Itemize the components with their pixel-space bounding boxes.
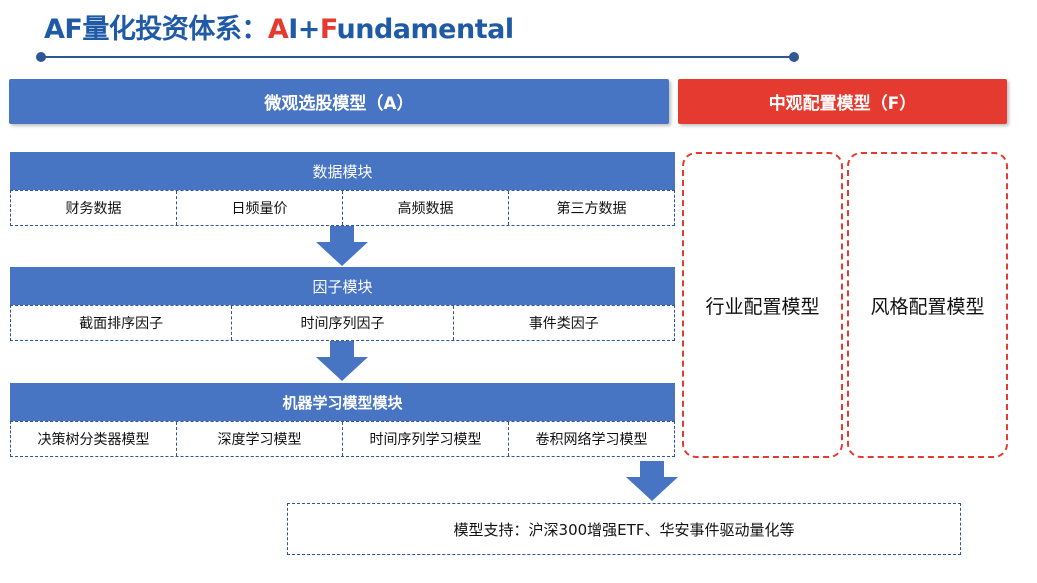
data-item: 高频数据 [343,191,509,225]
title-a: A [267,14,289,45]
ml-module-items: 决策树分类器模型 深度学习模型 时间序列学习模型 卷积网络学习模型 [10,421,675,457]
title-rest: undamental [336,14,515,45]
title-prefix: AF量化投资体系： [44,14,268,45]
down-arrow-icon [316,341,368,381]
down-arrow-icon [626,461,678,501]
micro-model-header: 微观选股模型（A） [9,79,669,124]
underline-start-dot [36,52,46,62]
page-title: AF量化投资体系：AI+Fundamental [44,10,514,50]
data-module-items: 财务数据 日频量价 高频数据 第三方数据 [10,190,675,226]
down-arrow-icon [316,226,368,266]
data-item: 财务数据 [11,191,177,225]
factor-item: 时间序列因子 [232,306,454,340]
title-i-plus: I+ [288,14,320,45]
data-item: 日频量价 [177,191,343,225]
data-item: 第三方数据 [556,201,627,217]
ml-item: 深度学习模型 [177,422,343,456]
ml-item: 卷积网络学习模型 [535,432,648,448]
meso-model-header: 中观配置模型（F） [678,79,1007,124]
ml-item: 决策树分类器模型 [11,422,177,456]
title-f: F [319,14,337,45]
ml-module-bar: 机器学习模型模块 [10,383,675,421]
underline-end-dot [789,52,799,62]
data-module-bar: 数据模块 [10,152,675,190]
style-allocation-box: 风格配置模型 [847,152,1008,458]
factor-module-items: 截面排序因子 时间序列因子 事件类因子 [10,305,675,341]
ml-item: 时间序列学习模型 [343,422,509,456]
title-underline [40,56,794,58]
factor-item: 截面排序因子 [11,306,233,340]
factor-module-bar: 因子模块 [10,267,675,305]
industry-allocation-box: 行业配置模型 [682,152,843,458]
model-support-box: 模型支持：沪深300增强ETF、华安事件驱动量化等 [287,503,961,555]
factor-item: 事件类因子 [528,316,599,332]
